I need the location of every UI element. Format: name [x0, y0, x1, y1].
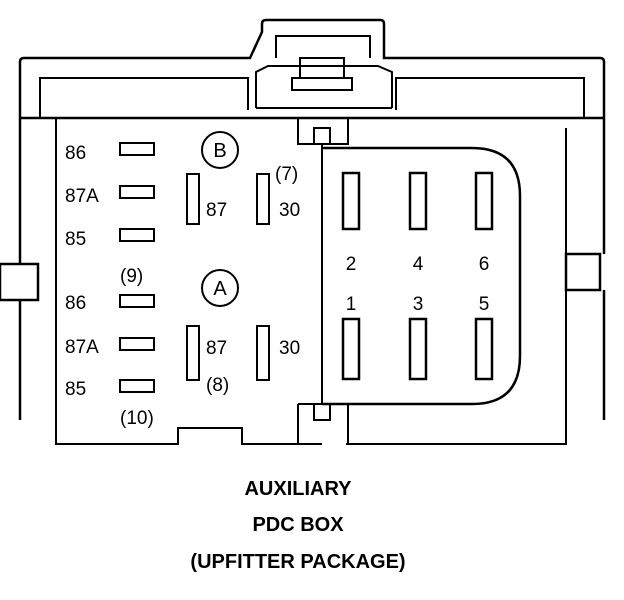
fuse-slot-4: [408, 171, 428, 231]
relay-b: 86 87A 85 B 87 30 (7): [65, 131, 300, 250]
relay-a-terminal-30: 30: [279, 338, 300, 359]
relay-b-pin-85: [119, 228, 155, 242]
relay-a-label: A: [213, 278, 227, 300]
relay-b-terminal-30: 30: [279, 200, 300, 221]
relay-a-position-label: (8): [206, 375, 229, 396]
relay-a-pin-87a: [119, 337, 155, 351]
relay-a-circle: [201, 269, 239, 307]
relay-b-position-label: (7): [275, 164, 298, 185]
relay-a-terminal-87a: 87A: [65, 337, 99, 358]
position-label-9: (9): [120, 266, 143, 287]
relay-b-circle: [201, 131, 239, 169]
fuse-slot-2: [341, 171, 361, 231]
relay-b-pin-30: [256, 173, 270, 225]
relay-a-pin-30: [256, 325, 270, 381]
relay-b-terminal-85: 85: [65, 229, 86, 250]
relay-b-terminal-86: 86: [65, 143, 86, 164]
fuse-label-5: 5: [479, 294, 490, 315]
fuse-slot-3: [408, 317, 428, 381]
relay-b-pin-86: [119, 142, 155, 156]
relay-a-pin-87: [186, 325, 200, 381]
relay-b-terminal-87a: 87A: [65, 186, 99, 207]
caption-line-3: (UPFITTER PACKAGE): [190, 551, 405, 573]
fuse-slot-5: [474, 317, 494, 381]
caption-line-1: AUXILIARY: [244, 478, 352, 500]
relay-b-pin-87a: [119, 185, 155, 199]
fuse-slots: 2 4 6 1 3 5: [341, 171, 494, 381]
fuse-label-3: 3: [413, 294, 424, 315]
fuse-slot-1: [341, 317, 361, 381]
position-label-10: (10): [120, 408, 154, 429]
fuse-label-6: 6: [479, 254, 490, 275]
relay-a: (9) 86 87A 85 (10) A 87 (8) 30: [65, 266, 300, 429]
relay-b-pin-87: [186, 173, 200, 225]
fuse-label-1: 1: [346, 294, 357, 315]
caption-line-2: PDC BOX: [252, 514, 344, 536]
fuse-label-2: 2: [346, 254, 357, 275]
fuse-slot-6: [474, 171, 494, 231]
relay-a-terminal-85: 85: [65, 379, 86, 400]
relay-a-terminal-87: 87: [206, 338, 227, 359]
fuse-label-4: 4: [413, 254, 424, 275]
relay-a-terminal-86: 86: [65, 293, 86, 314]
caption: AUXILIARY PDC BOX (UPFITTER PACKAGE): [190, 478, 405, 573]
housing-outline: [0, 18, 606, 445]
relay-a-pin-86: [119, 294, 155, 308]
relay-b-label: B: [213, 140, 226, 162]
relay-a-pin-85: [119, 379, 155, 393]
relay-b-terminal-87: 87: [206, 200, 227, 221]
